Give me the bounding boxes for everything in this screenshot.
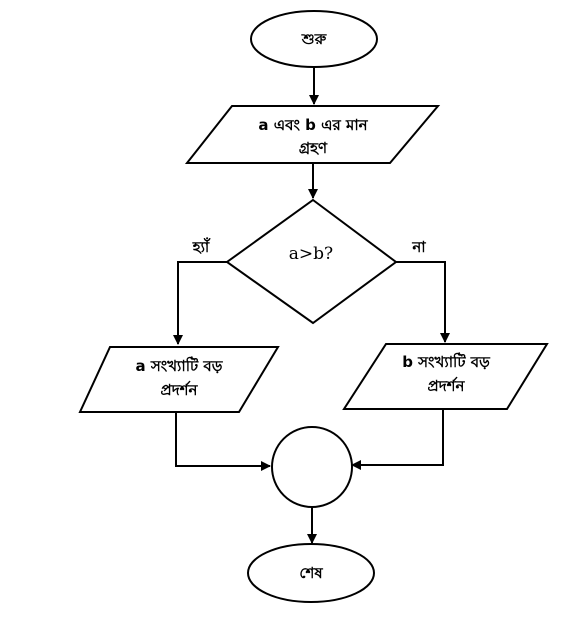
output-b-label-line2: প্রদর্শন [428, 376, 466, 395]
decision-label: a>b? [289, 244, 333, 264]
connector-output-a-merge [175, 412, 271, 471]
connector-yes-branch [173, 261, 227, 345]
output-b-label-line1: b সংখ্যাটি বড় [402, 352, 491, 371]
input-label-line2: গ্রহণ [299, 139, 328, 157]
start-label: শুরু [301, 30, 327, 48]
merge-connector-circle [271, 426, 353, 508]
no-branch-label: না [411, 238, 426, 256]
decision-diamond [225, 198, 398, 325]
output-b-parallelogram [342, 343, 549, 410]
output-a-label-line2: প্রদর্শন [161, 380, 199, 399]
end-terminal [247, 543, 375, 603]
output-a-label-line1: a সংখ্যাটি বড় [135, 356, 223, 375]
yes-branch-label: হ্যাঁ [192, 237, 212, 256]
connector-no-branch [396, 261, 450, 343]
input-parallelogram [184, 105, 441, 164]
output-a-parallelogram [78, 346, 280, 413]
connector-output-b-merge [351, 409, 444, 470]
input-label-line1: a এবং b এর মান [258, 116, 368, 134]
end-label: শেষ [299, 564, 323, 582]
